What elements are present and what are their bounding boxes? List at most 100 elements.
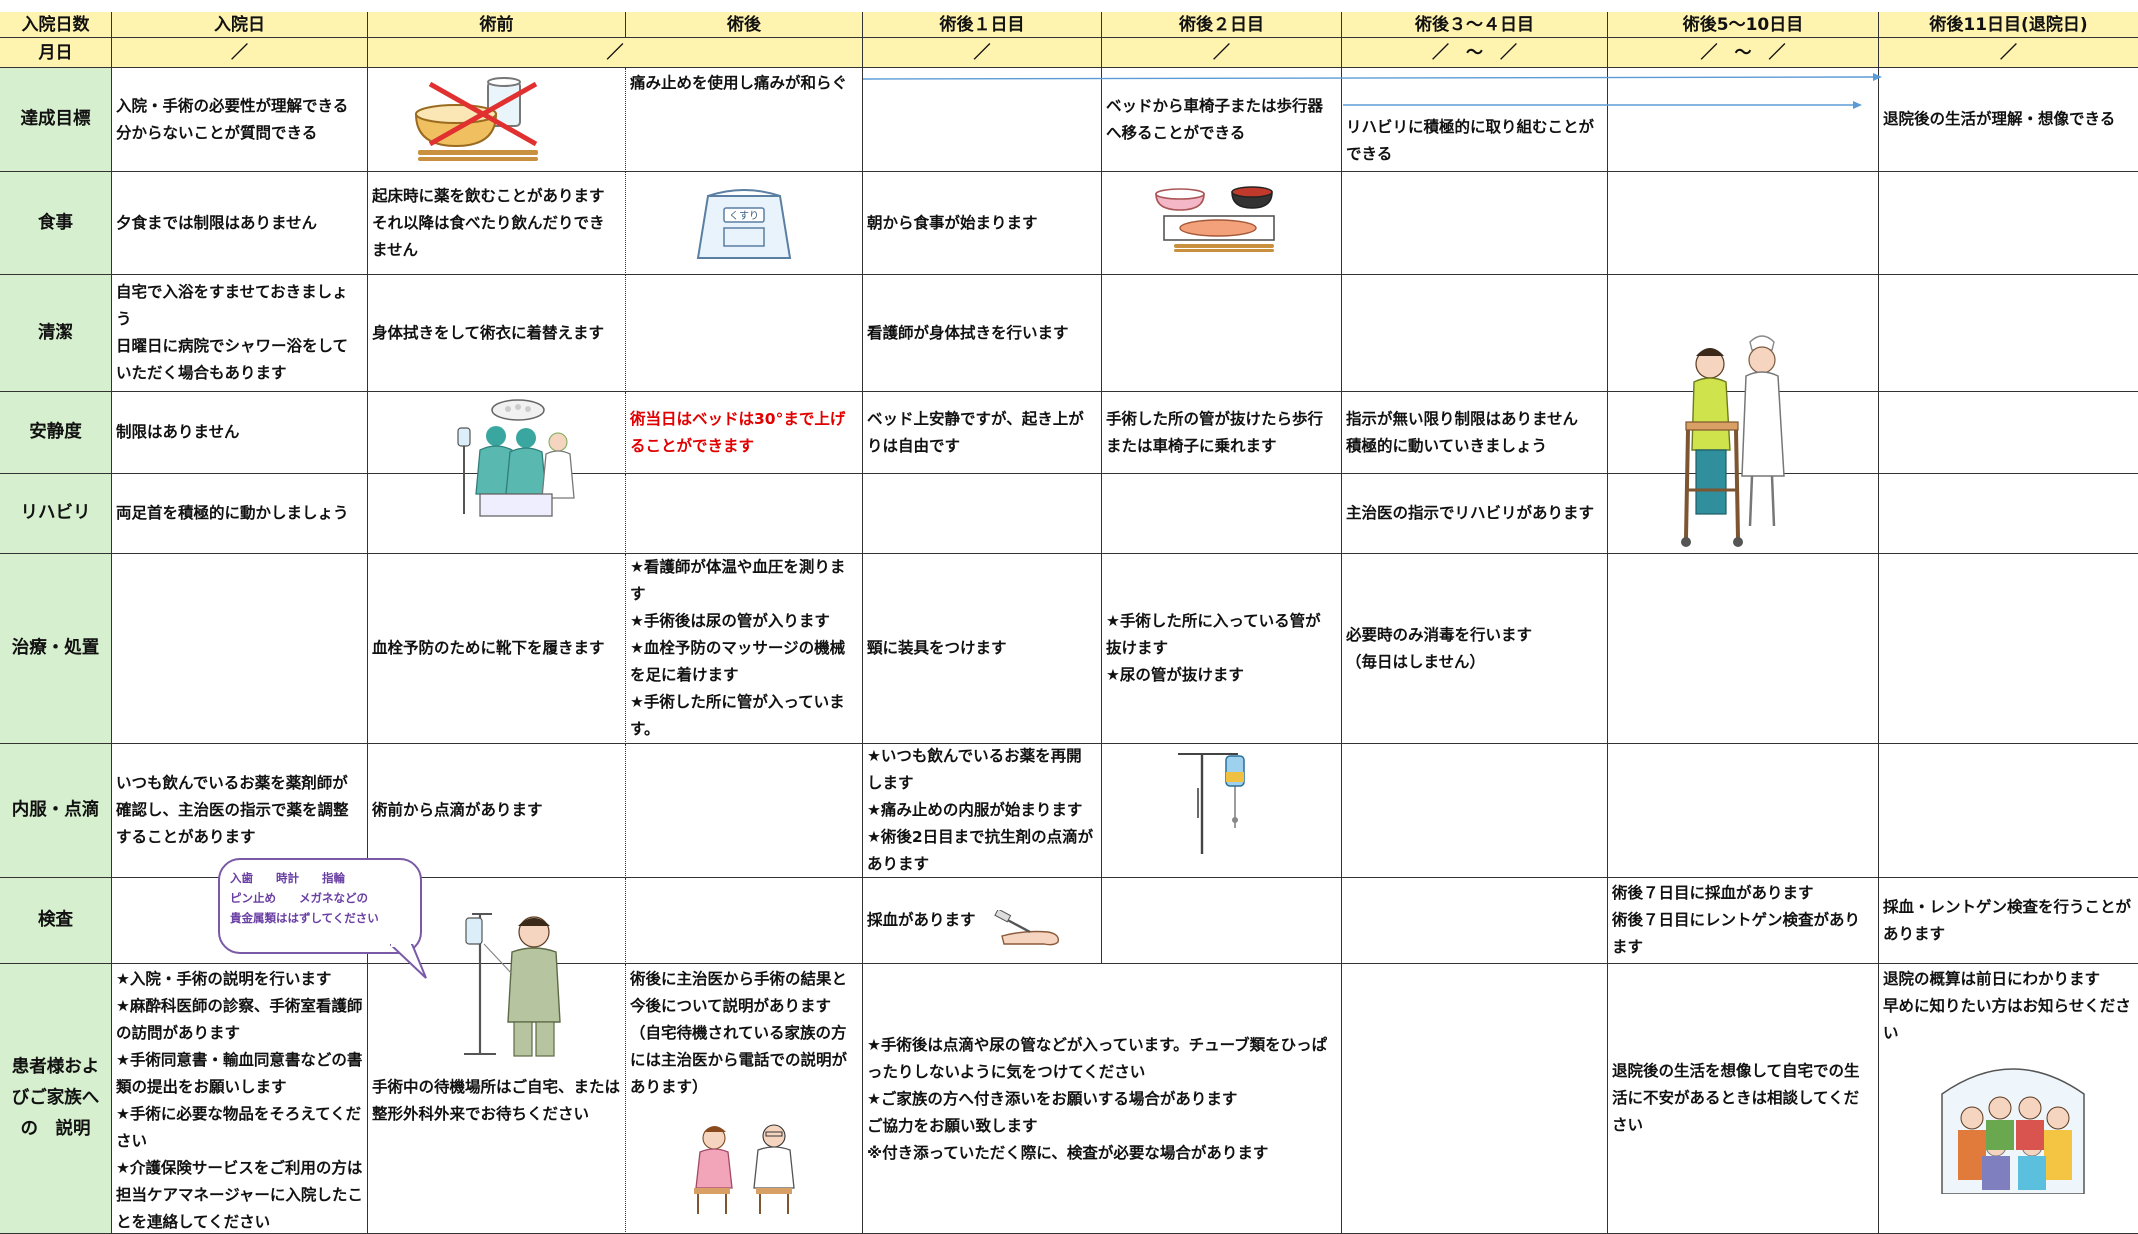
bubble-line-3: 貴金属類ははずしてください [230,911,379,925]
rehab-post2 [1102,474,1342,554]
hygiene-preop: 身体拭きをして術衣に着替えます [368,275,626,392]
meal-tray-icon [1150,180,1286,254]
rest-day0: 制限はありません [112,392,368,474]
row-label-exam: 検査 [0,878,112,964]
month-post11: ／ [1879,38,2138,68]
row-label-rehab: リハビリ [0,474,112,554]
header-post1: 術後１日目 [863,12,1102,38]
goal-post2: ベッドから車椅子または歩行器 へ移ることができる [1102,68,1342,172]
row-label-meal: 食事 [0,172,112,275]
medication-post2 [1102,744,1342,878]
treatment-post34: 必要時のみ消毒を行います （毎日はしません） [1342,554,1608,744]
explanation-post1: ★手術後は点滴や尿の管などが入っています。チューブ類をひっぱったりしないように気… [863,964,1342,1234]
hygiene-post2 [1102,275,1342,392]
exam-post11: 採血・レントゲン検査を行うことがあります [1879,878,2138,964]
medication-post1: ★いつも飲んでいるお薬を再開します ★痛み止めの内服が始まります ★術後2日目ま… [863,744,1102,878]
explanation-post510: 退院後の生活を想像して自宅での生活に不安があるときは相談してください [1608,964,1879,1234]
rehab-post1 [863,474,1102,554]
rehab-day0: 両足首を積極的に動かしましょう [112,474,368,554]
row-label-explanation: 患者様およびご家族への 説明 [0,964,112,1234]
meal-post2 [1102,172,1342,275]
meal-post34 [1342,172,1608,275]
meal-postop [626,172,863,275]
goal-post11: 退院後の生活が理解・想像できる [1879,68,2138,172]
meal-post1: 朝から食事が始まります [863,172,1102,275]
rest-postop: 術当日はベッドは30°まで上げることができます [626,392,863,474]
rehab-preop [368,474,626,554]
month-post510: ／ ～ ／ [1608,38,1879,68]
medication-postop [626,744,863,878]
surgery-team-icon [446,398,582,520]
hygiene-day0: 自宅で入浴をすませておきましょう 日曜日に病院でシャワー浴をしていただく場合もあ… [112,275,368,392]
month-post1: ／ [863,38,1102,68]
rest-post2: 手術した所の管が抜けたら歩行 または車椅子に乗れます [1102,392,1342,474]
bubble-line-1: 入歯 時計 指輪 [230,871,345,885]
goal-preop [368,68,626,172]
medication-post11 [1879,744,2138,878]
medicine-bag-icon: くすり [694,182,794,262]
meal-post11 [1879,172,2138,275]
meal-post510 [1608,172,1879,275]
medication-preop: 術前から点滴があります [368,744,626,878]
rehab-postop [626,474,863,554]
header-post510: 術後5～10日目 [1608,12,1879,38]
medication-post510 [1608,744,1879,878]
rehab-post34: 主治医の指示でリハビリがあります [1342,474,1608,554]
month-preop-postop: ／ [368,38,863,68]
patient-iv-icon [452,904,582,1064]
rehab-post11 [1879,474,2138,554]
hygiene-post1: 看護師が身体拭きを行います [863,275,1102,392]
medication-post34 [1342,744,1608,878]
hygiene-postop [626,275,863,392]
header-preop: 術前 [368,12,626,38]
hygiene-post510 [1608,275,1879,392]
rest-post11 [1879,392,2138,474]
treatment-day0 [112,554,368,744]
exam-post2 [1102,878,1342,964]
row-label-hygiene: 清潔 [0,275,112,392]
explanation-postop: 術後に主治医から手術の結果と今後について説明があります （自宅待機されている家族… [626,964,863,1234]
treatment-postop: ★看護師が体温や血圧を測ります ★手術後は尿の管が入ります ★血栓予防のマッサー… [626,554,863,744]
iv-drip-icon [1168,748,1258,858]
doctor-consultation-icon [686,1118,806,1216]
nurse-walker-icon [1676,326,1796,560]
explanation-post11: 退院の概算は前日にわかります 早めに知りたい方はお知らせください [1879,964,2138,1234]
goal-post510 [1608,68,1879,172]
header-corner: 入院日数 [0,12,112,38]
explanation-day0: ★入院・手術の説明を行います ★麻酔科医師の診察、手術室看護師の訪問があります … [112,964,368,1234]
medication-day0: いつも飲んでいるお薬を薬剤師が確認し、主治医の指示で薬を調整することがあります [112,744,368,878]
meal-day0: 夕食までは制限はありません [112,172,368,275]
month-post2: ／ [1102,38,1342,68]
header-post2: 術後２日目 [1102,12,1342,38]
treatment-post2: ★手術した所に入っている管が 抜けます ★尿の管が抜けます [1102,554,1342,744]
row-label-medication: 内服・点滴 [0,744,112,878]
rehab-post510 [1608,474,1879,554]
exam-post510: 術後７日目に採血があります 術後７日目にレントゲン検査があります [1608,878,1879,964]
header-post11: 術後11日目(退院日) [1879,12,2138,38]
goal-post34: リハビリに積極的に取り組むことが できる [1342,68,1608,172]
blood-draw-icon [994,910,1064,948]
exam-post34 [1342,878,1608,964]
goal-day0: 入院・手術の必要性が理解できる 分からないことが質問できる [112,68,368,172]
goal-progress-arrows [863,73,1882,109]
header-day0: 入院日 [112,12,368,38]
treatment-post11 [1879,554,2138,744]
row-label-rest: 安静度 [0,392,112,474]
header-postop: 術後 [626,12,863,38]
hygiene-post11 [1879,275,2138,392]
treatment-post1: 頸に装具をつけます [863,554,1102,744]
medicine-bag-label: くすり [729,210,759,222]
valuables-reminder-bubble: 入歯 時計 指輪 ピン止め メガネなどの 貴金属類ははずしてください [218,858,422,954]
row-label-goal: 達成目標 [0,68,112,172]
meal-preop: 起床時に薬を飲むことがあります それ以降は食べたり飲んだりでき ません [368,172,626,275]
goal-post1 [863,68,1102,172]
row-label-treatment: 治療・処置 [0,554,112,744]
rest-post1: ベッド上安静ですが、起き上が りは自由です [863,392,1102,474]
rest-post34: 指示が無い限り制限はありません 積極的に動いていきましょう [1342,392,1608,474]
month-label: 月日 [0,38,112,68]
bubble-line-2: ピン止め メガネなどの [230,891,368,905]
month-post34: ／ ～ ／ [1342,38,1608,68]
no-food-icon [410,74,550,162]
header-post34: 術後３～４日目 [1342,12,1608,38]
